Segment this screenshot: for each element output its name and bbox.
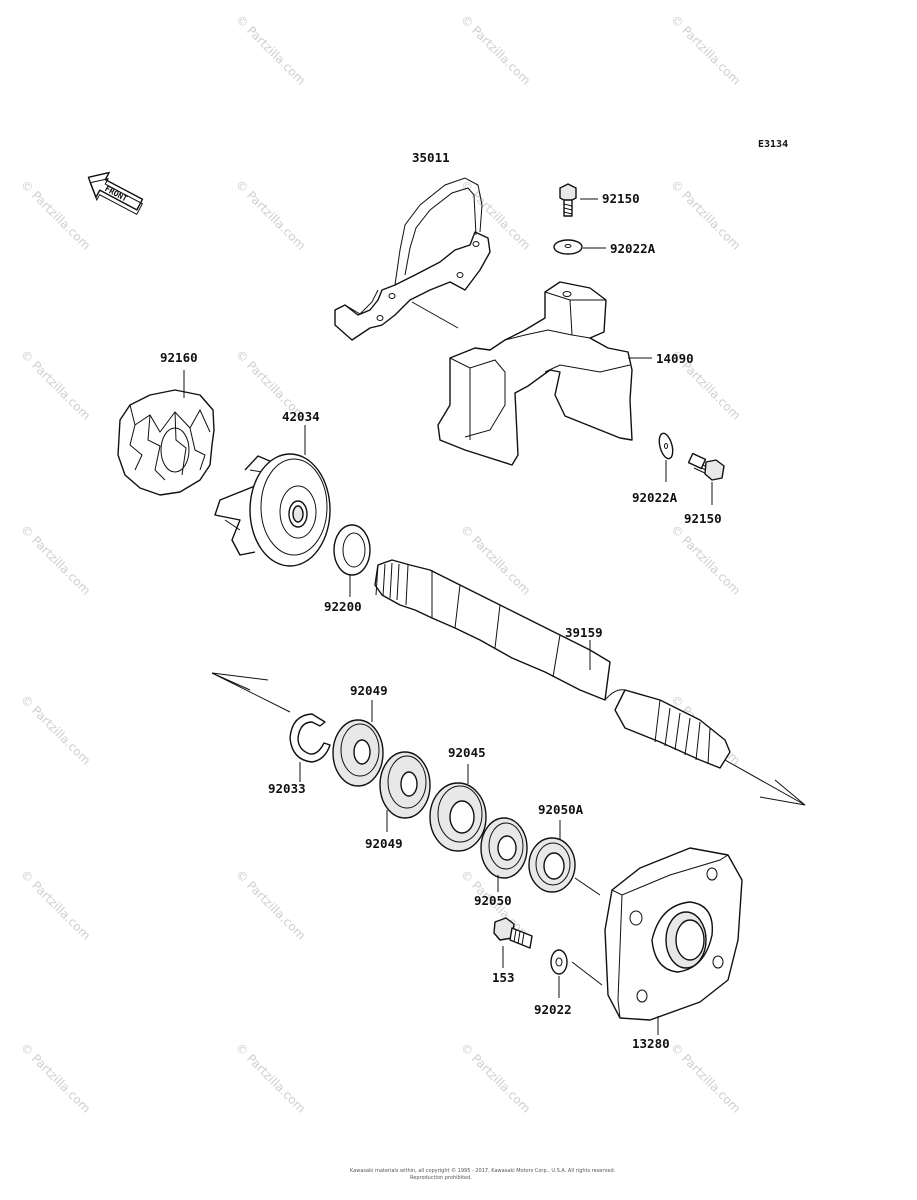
- watermark: © Partzilla.com: [233, 12, 308, 87]
- damper-92160: [117, 389, 215, 496]
- watermark: © Partzilla.com: [18, 692, 93, 767]
- watermark: © Partzilla.com: [233, 1040, 308, 1115]
- watermark: © Partzilla.com: [233, 867, 308, 942]
- part-label-35011[interactable]: 35011: [412, 150, 450, 165]
- watermark: © Partzilla.com: [18, 347, 93, 422]
- shaft-39159: [374, 559, 731, 769]
- part-label-92050A[interactable]: 92050A: [538, 802, 584, 817]
- diagram-code: E3134: [758, 139, 788, 150]
- watermark: © Partzilla.com: [18, 522, 93, 597]
- watermark: © Partzilla.com: [18, 867, 93, 942]
- part-label-92022A[interactable]: 92022A: [632, 490, 678, 505]
- part-label-13280[interactable]: 13280: [632, 1036, 670, 1051]
- part-label-92049[interactable]: 92049: [350, 683, 388, 698]
- bolt-92150-right: [687, 452, 725, 481]
- housing-13280: [604, 847, 743, 1021]
- impeller-42034: [214, 453, 331, 567]
- watermark: © Partzilla.com: [18, 1040, 93, 1115]
- watermark: © Partzilla.com: [668, 177, 743, 252]
- part-label-14090[interactable]: 14090: [656, 351, 694, 366]
- part-label-153[interactable]: 153: [492, 970, 515, 985]
- bracket-35011: [334, 177, 491, 341]
- washer-92022A-right: [658, 432, 674, 460]
- copyright-line-2: Reproduction prohibited.: [410, 1175, 472, 1181]
- fitting-153: [493, 917, 533, 949]
- watermark: © Partzilla.com: [458, 177, 533, 252]
- part-label-92160[interactable]: 92160: [160, 350, 198, 365]
- part-label-92022[interactable]: 92022: [534, 1002, 572, 1017]
- part-label-42034[interactable]: 42034: [282, 409, 320, 424]
- part-label-92049[interactable]: 92049: [365, 836, 403, 851]
- part-label-92022A[interactable]: 92022A: [610, 241, 656, 256]
- watermark: © Partzilla.com: [668, 12, 743, 87]
- part-label-92033[interactable]: 92033: [268, 781, 306, 796]
- washer-92022: [550, 949, 568, 975]
- watermark: © Partzilla.com: [458, 1040, 533, 1115]
- watermark: © Partzilla.com: [458, 522, 533, 597]
- front-arrow-icon: FRONT: [87, 171, 144, 216]
- watermark: © Partzilla.com: [668, 522, 743, 597]
- part-label-92050[interactable]: 92050: [474, 893, 512, 908]
- copyright-line: Kawasaki materials within, all copyright…: [350, 1167, 616, 1174]
- part-label-92150[interactable]: 92150: [684, 511, 722, 526]
- part-label-39159[interactable]: 39159: [565, 625, 603, 640]
- part-label-92045[interactable]: 92045: [448, 745, 486, 760]
- watermark: © Partzilla.com: [668, 1040, 743, 1115]
- part-labels: 35011 92150 92022A 14090 92022A 92150 92…: [160, 150, 722, 1051]
- cover-14090: [437, 281, 633, 466]
- watermark: © Partzilla.com: [18, 177, 93, 252]
- bolt-92150-top: [559, 183, 577, 217]
- watermark: © Partzilla.com: [458, 12, 533, 87]
- part-label-92200[interactable]: 92200: [324, 599, 362, 614]
- part-label-92150[interactable]: 92150: [602, 191, 640, 206]
- circlip-92033: [289, 713, 331, 763]
- watermark: © Partzilla.com: [233, 177, 308, 252]
